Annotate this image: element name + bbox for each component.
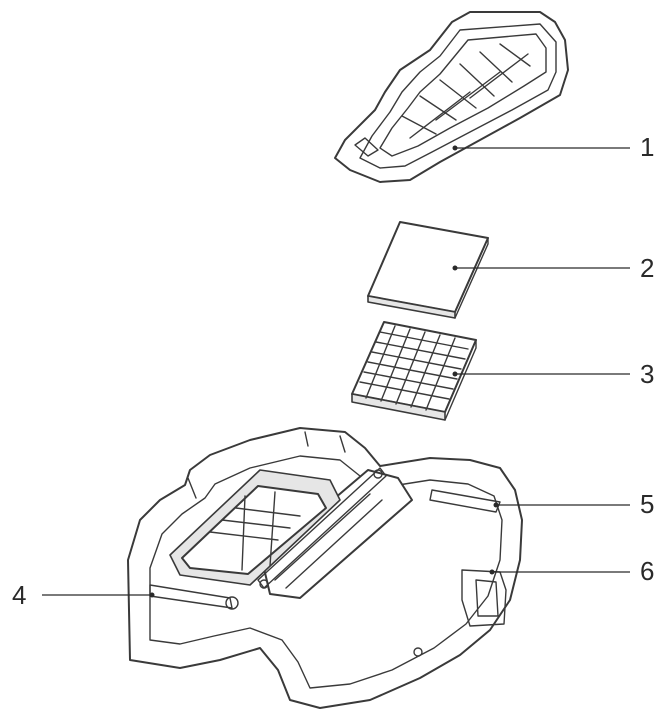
callout-6: 6 — [640, 556, 655, 586]
callout-1: 1 — [640, 132, 655, 162]
dustbin-base — [127, 427, 523, 709]
part-1-frame-cover — [334, 11, 569, 183]
part-2-sponge — [367, 221, 489, 319]
callout-4: 4 — [12, 580, 27, 610]
callout-2: 2 — [640, 253, 655, 283]
callout-5: 5 — [640, 489, 655, 519]
leader-lines — [42, 145, 630, 598]
callout-3: 3 — [640, 359, 655, 389]
part-3-hepa-filter — [351, 321, 477, 421]
